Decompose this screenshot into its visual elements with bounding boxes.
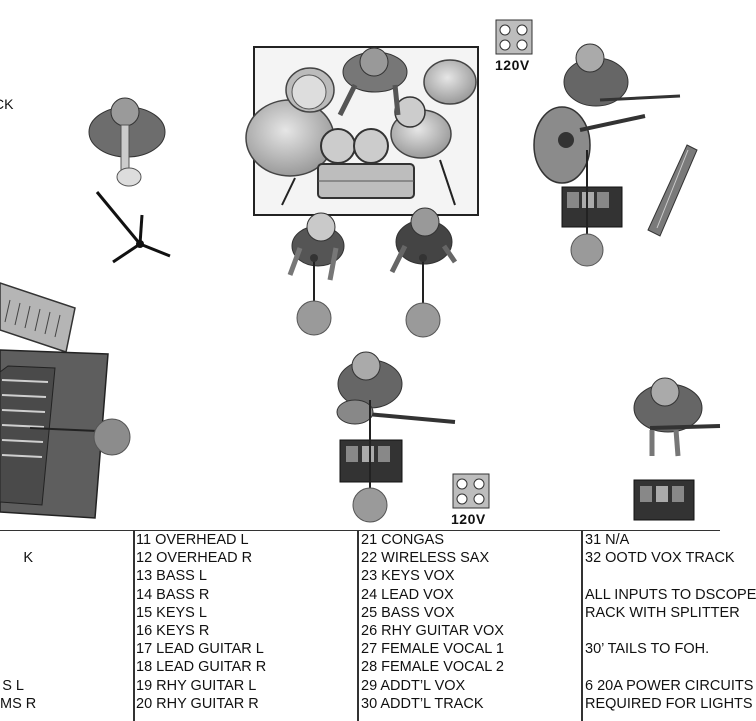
input-list: K S L MS R 11 OVERHEAD L 12 OVERHEAD R 1… [0,530,756,721]
input-row: 14 BASS R [136,586,210,603]
input-row: 24 LEAD VOX [361,586,454,603]
column-divider [581,531,583,721]
input-row [0,604,132,622]
input-column-2: 11 OVERHEAD L 12 OVERHEAD R 13 BASS L 14… [136,531,356,721]
input-row: 32 OOTD VOX TRACK [585,550,735,567]
input-column-3: 21 CONGAS 22 WIRELESS SAX 23 KEYS VOX 24… [361,531,581,721]
mic-stand-fv2-icon [405,254,441,338]
sax-player-icon [88,97,166,187]
input-row: 26 RHY GUITAR VOX [361,622,504,639]
input-row: 28 FEMALE VOCAL 2 [361,659,504,676]
input-row: 15 KEYS L [136,604,207,621]
input-row [0,531,132,549]
input-row: 25 BASS VOX [361,604,455,621]
lead-guitarist-icon [336,351,456,425]
input-row: 19 RHY GUITAR L [136,677,257,694]
mic-stand-lead-icon [352,400,388,523]
input-row: 29 ADDT’L VOX [361,677,466,694]
input-row [0,658,132,676]
input-row: 17 LEAD GUITAR L [136,641,264,658]
drum-kit-icon [245,47,477,206]
input-row [585,658,720,676]
input-note: REQUIRED FOR LIGHTS [585,695,753,712]
input-row: S L [2,677,24,694]
power-label-top: 120V [495,57,530,73]
pedalboard-rhythm-icon [561,186,623,228]
input-note: RACK WITH SPLITTER [585,604,740,621]
rhythm-guitarist-icon [533,43,681,184]
input-column-4: 31 N/A 32 OOTD VOX TRACK ALL INPUTS TO D… [585,531,756,721]
input-row [585,622,720,640]
stage-plot: 120V 120V CK [0,19,721,527]
input-row: 16 KEYS R [136,622,210,639]
keyboard-rig-icon [0,282,131,519]
input-row: 23 KEYS VOX [361,568,455,585]
power-outlet-top-icon [495,19,533,55]
input-row: 20 RHY GUITAR R [136,695,259,712]
input-row: 30 ADDT’L TRACK [361,695,484,712]
mic-stand-fv1-icon [296,254,332,336]
input-note: 6 20A POWER CIRCUITS [585,677,754,694]
pedalboard-bass-icon [633,479,695,521]
input-row: 12 OVERHEAD R [136,550,253,567]
bassist-icon [633,377,721,457]
input-note: ALL INPUTS TO DSCOPE [585,586,756,603]
input-row: 27 FEMALE VOCAL 1 [361,641,504,658]
mic-stand-rhythm-icon [570,150,604,267]
stage-drawing [0,19,721,523]
power-outlet-bottom-icon [452,473,490,509]
power-label-bottom: 120V [451,511,486,527]
input-row [0,640,132,658]
input-row: 13 BASS L [136,568,207,585]
column-divider [133,531,135,721]
column-divider [357,531,359,721]
input-row: 18 LEAD GUITAR R [136,659,267,676]
input-row: 22 WIRELESS SAX [361,550,490,567]
input-row: MS R [0,695,37,712]
input-note: 30’ TAILS TO FOH. [585,641,710,658]
input-column-1: K S L MS R [0,531,132,721]
female-vocalist-1-icon [287,212,345,281]
input-row: K [23,550,33,567]
input-row [0,622,132,640]
mic-boom-stand-icon [95,191,171,264]
input-row [0,567,132,585]
input-row: 21 CONGAS [361,532,444,548]
input-row: 31 N/A [585,532,630,548]
input-row [0,586,132,604]
input-row: 11 OVERHEAD L [136,532,249,548]
stage-text-fragment: CK [0,96,14,112]
lap-steel-icon [647,144,698,237]
input-row [585,567,720,585]
